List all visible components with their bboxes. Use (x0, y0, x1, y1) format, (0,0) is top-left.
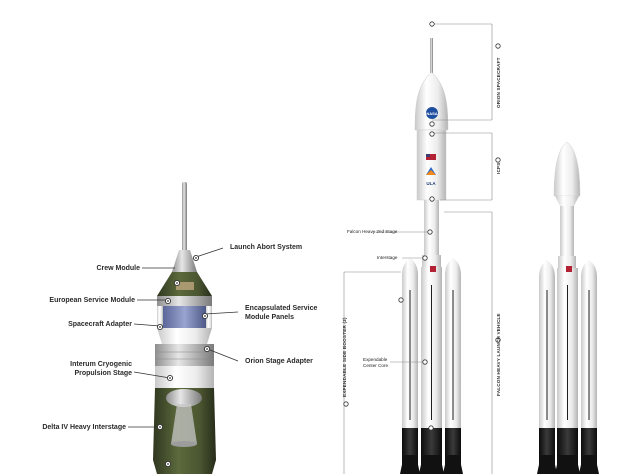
label-falcon-heavy-vehicle-vertical: FALCON HEAVY LAUNCH VEHICLE (496, 313, 501, 396)
label-expendable-core-line2: Center Core (363, 363, 389, 368)
rl10-nozzle (171, 404, 197, 444)
label-encapsulated-panels-line1: Encapsulated Service (245, 305, 318, 312)
us-flag (426, 154, 436, 160)
label-european-service-module: European Service Module (49, 297, 135, 304)
label-interstage: Interstage (377, 255, 398, 260)
las-cone (172, 250, 197, 272)
label-crew-module: Crew Module (96, 265, 140, 272)
middle-callout-dots (343, 21, 501, 431)
falcon-heavy-standard (537, 141, 599, 474)
left-leader-lines (128, 247, 239, 428)
label-encapsulated-panels-line2: Module Panels (245, 314, 295, 321)
falcon-second-stage (424, 200, 439, 255)
icps (155, 366, 214, 388)
las-tower (182, 182, 187, 252)
label-orion-stage-adapter: Orion Stage Adapter (245, 358, 313, 365)
nasa-logo (426, 107, 438, 119)
left-rocket (153, 182, 216, 474)
label-icps-line2: Propulsion Stage (74, 370, 132, 377)
label-falcon-2nd-stage: Falcon Heavy 2nd Stage (347, 229, 398, 234)
falcon-heavy-orion: NASA ULA (400, 38, 463, 474)
side-booster-left-nose (402, 258, 418, 276)
crew-module (176, 282, 194, 290)
label-side-boosters-vertical: EXPENDABLE SIDE BOOSTER (2) (342, 317, 347, 397)
label-expendable-core-line1: Expendable (363, 357, 388, 362)
label-spacecraft-adapter: Spacecraft Adapter (68, 321, 132, 328)
esm-panels (163, 306, 206, 328)
label-icps-vertical: ICPS (496, 162, 501, 174)
label-icps-line1: Interum Cryogenic (70, 361, 132, 368)
orion-fairing (414, 71, 449, 131)
orion-stage-adapter (155, 344, 214, 366)
icps-section (416, 129, 447, 201)
nasa-logo-text: NASA (426, 111, 437, 116)
middle-bracket-lines (343, 23, 493, 474)
orion-las-tower (430, 38, 433, 78)
side-booster-right-nose (445, 258, 461, 276)
payload-fairing (553, 141, 581, 197)
icps-tank (166, 389, 202, 407)
ula-logo-text: ULA (426, 181, 436, 186)
label-orion-spacecraft-vertical: ORION SPACECRAFT (496, 57, 501, 108)
service-module-top (157, 296, 212, 306)
label-launch-abort-system: Launch Abort System (230, 244, 303, 251)
spacecraft-adapter (157, 328, 212, 344)
label-delta-iv-interstage: Delta IV Heavy Interstage (42, 424, 126, 431)
rh-second-stage (560, 206, 574, 258)
